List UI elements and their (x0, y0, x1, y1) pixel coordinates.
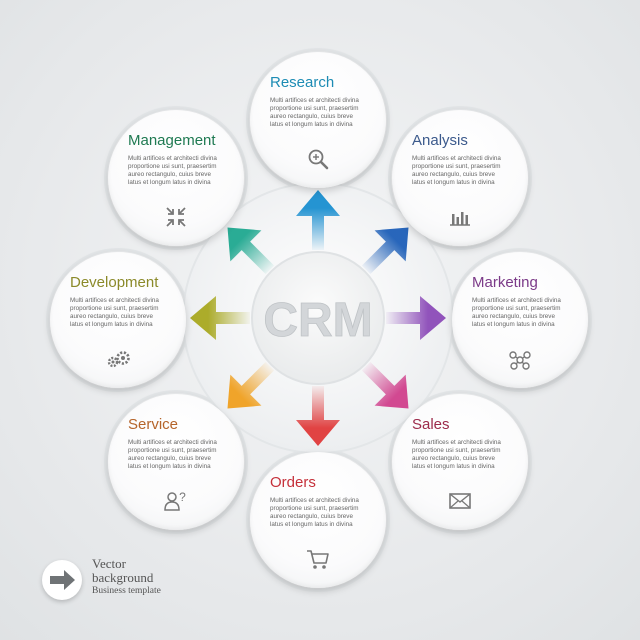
bar-chart-icon (450, 212, 470, 226)
footer-line2: background (92, 570, 154, 585)
svg-text:?: ? (179, 490, 186, 504)
node-orders[interactable]: Orders Multi artifices et architecti div… (246, 448, 390, 592)
arrow-down (296, 386, 340, 446)
vector-arrow-icon (42, 560, 82, 600)
arrow-down-left (227, 361, 275, 409)
gears-icon (107, 351, 130, 368)
center-inner-disc (251, 251, 385, 385)
node-body: Multi artifices et architecti divina pro… (412, 439, 501, 470)
network-icon (509, 351, 531, 370)
footer-badge: Vector background Business template (42, 556, 242, 606)
user-question-icon: ? (164, 490, 186, 511)
node-title: Analysis (412, 132, 468, 149)
node-body: Multi artifices et architecti divina pro… (70, 297, 159, 328)
node-title: Management (128, 132, 216, 149)
node-analysis[interactable]: Analysis Multi artifices et architecti d… (388, 106, 532, 250)
arrow-up-left (227, 227, 275, 275)
node-title: Sales (412, 416, 450, 433)
node-marketing[interactable]: Marketing Multi artifices et architecti … (448, 248, 592, 392)
node-service[interactable]: Service Multi artifices et architecti di… (104, 390, 248, 534)
node-title: Development (70, 274, 159, 291)
arrow-left (190, 296, 250, 340)
node-body: Multi artifices et architecti divina pro… (270, 497, 359, 528)
node-title: Service (128, 416, 179, 433)
node-title: Research (270, 74, 335, 91)
magnifier-icon (308, 149, 329, 170)
node-management[interactable]: Management Multi artifices et architecti… (104, 106, 248, 250)
arrow-up-right (361, 227, 409, 275)
node-body: Multi artifices et architecti divina pro… (128, 155, 217, 186)
node-body: Multi artifices et architecti divina pro… (128, 439, 217, 470)
cart-icon (307, 550, 329, 569)
node-sales[interactable]: Sales Multi artifices et architecti divi… (388, 390, 532, 534)
envelope-icon (449, 493, 471, 509)
node-body: Multi artifices et architecti divina pro… (412, 155, 501, 186)
crm-label: CRM (263, 294, 372, 347)
node-title: Orders (270, 474, 316, 491)
node-development[interactable]: Development Multi artifices et architect… (46, 248, 190, 392)
node-title: Marketing (472, 274, 538, 291)
arrow-right (386, 296, 446, 340)
arrow-down-right (361, 361, 409, 409)
arrows-in-icon (166, 207, 186, 227)
arrow-up (296, 190, 340, 250)
node-body: Multi artifices et architecti divina pro… (270, 97, 359, 128)
footer-line3: Business template (92, 586, 161, 596)
node-research[interactable]: Research Multi artifices et architecti d… (246, 48, 390, 192)
node-body: Multi artifices et architecti divina pro… (472, 297, 561, 328)
footer-line1: Vector (92, 556, 126, 571)
